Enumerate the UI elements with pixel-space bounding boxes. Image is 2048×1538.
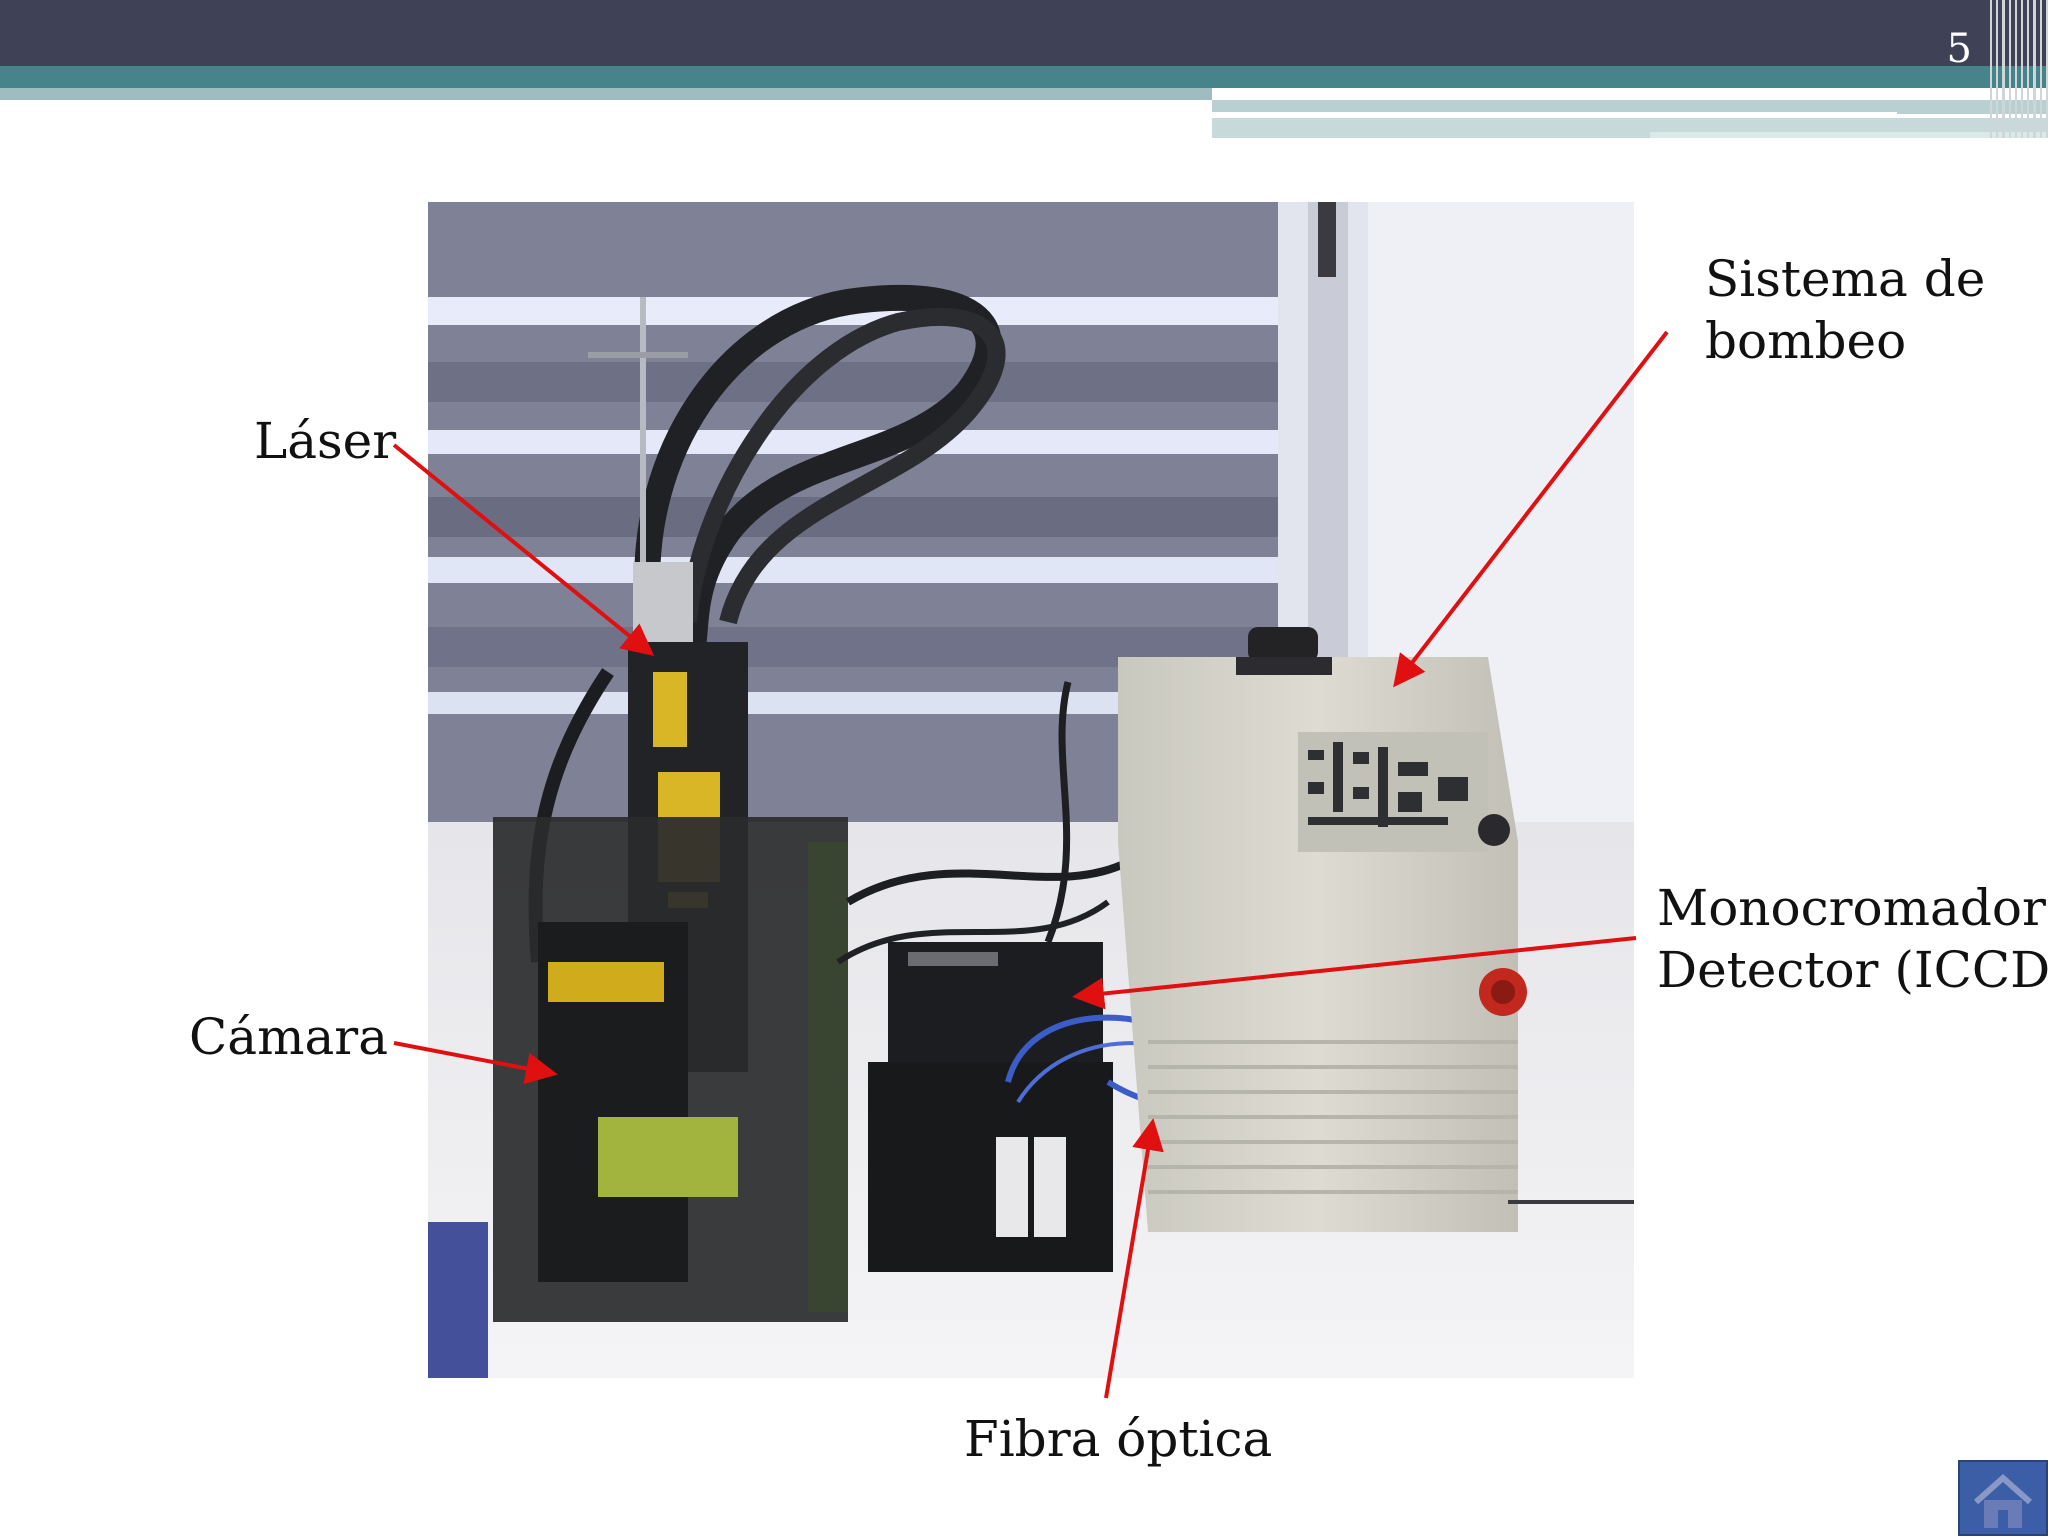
slide-number: 5 [1946, 26, 1972, 72]
monocromador-label-line2: Detector (ICCD) [1657, 941, 2048, 999]
fibra-label: Fibra óptica [964, 1410, 1273, 1468]
sistema-label-line2: bombeo [1705, 312, 1907, 370]
laser-label: Láser [254, 412, 397, 470]
lab-equipment-photo [428, 202, 1634, 1378]
header-dark-band [0, 0, 2048, 66]
header-divider-line [1212, 112, 1897, 116]
home-icon [1974, 1473, 2032, 1528]
home-button[interactable] [1958, 1460, 2048, 1536]
header-vertical-stripes [1990, 0, 2048, 138]
monocromador-label-line1: Monocromador [1657, 879, 2046, 937]
sistema-label-line1: Sistema de [1705, 250, 1986, 308]
header-teal-band [0, 66, 2048, 88]
header-light-band-2 [1212, 100, 2048, 114]
camara-label: Cámara [189, 1008, 388, 1066]
header-light-band [0, 88, 1212, 100]
header-notch [1650, 132, 2048, 138]
